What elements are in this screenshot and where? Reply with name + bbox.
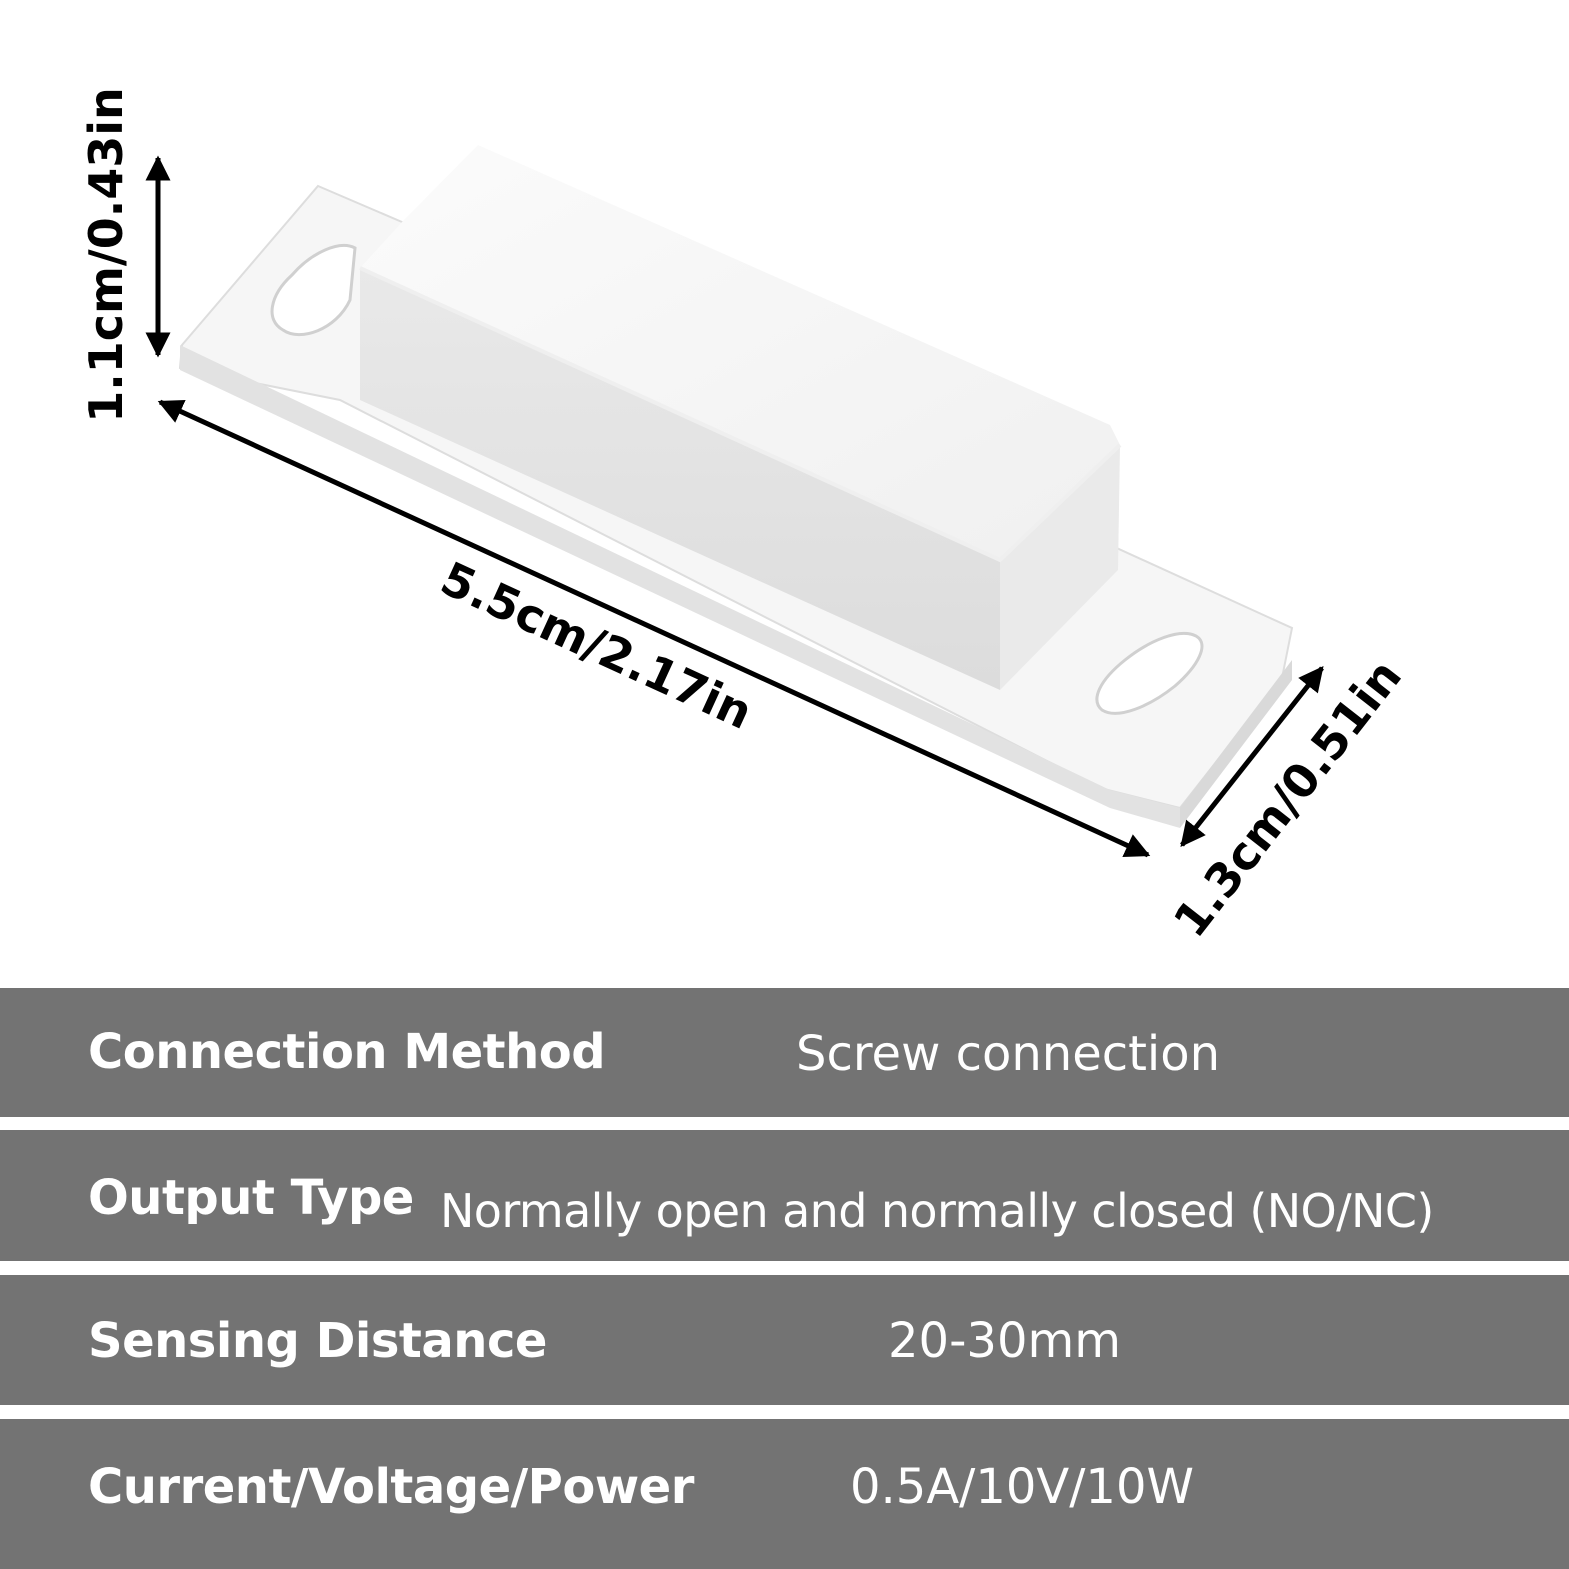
height-label: 1.1cm/0.43in: [79, 87, 133, 423]
spec-table: Connection Method Screw connection Outpu…: [0, 988, 1569, 1569]
spec-value: 0.5A/10V/10W: [850, 1459, 1194, 1515]
spec-row-current-voltage-power: Current/Voltage/Power 0.5A/10V/10W: [0, 1419, 1569, 1569]
spec-name: Output Type: [88, 1170, 414, 1226]
spec-value: Screw connection: [796, 1026, 1221, 1082]
spec-name: Sensing Distance: [88, 1313, 547, 1369]
spec-row-output-type: Output Type Normally open and normally c…: [0, 1130, 1569, 1261]
spec-value: Normally open and normally closed (NO/NC…: [440, 1184, 1434, 1238]
width-arrow: [1180, 666, 1324, 847]
spec-name: Current/Voltage/Power: [88, 1459, 694, 1515]
spec-row-sensing-distance: Sensing Distance 20-30mm: [0, 1275, 1569, 1405]
spec-value: 20-30mm: [888, 1313, 1121, 1369]
spec-name: Connection Method: [88, 1024, 606, 1080]
product-figure: 1.1cm/0.43in 5.5cm/2.17in 1.3cm/0.51in: [79, 87, 1412, 947]
spec-row-connection-method: Connection Method Screw connection: [0, 988, 1569, 1117]
length-arrow: [157, 399, 1151, 858]
